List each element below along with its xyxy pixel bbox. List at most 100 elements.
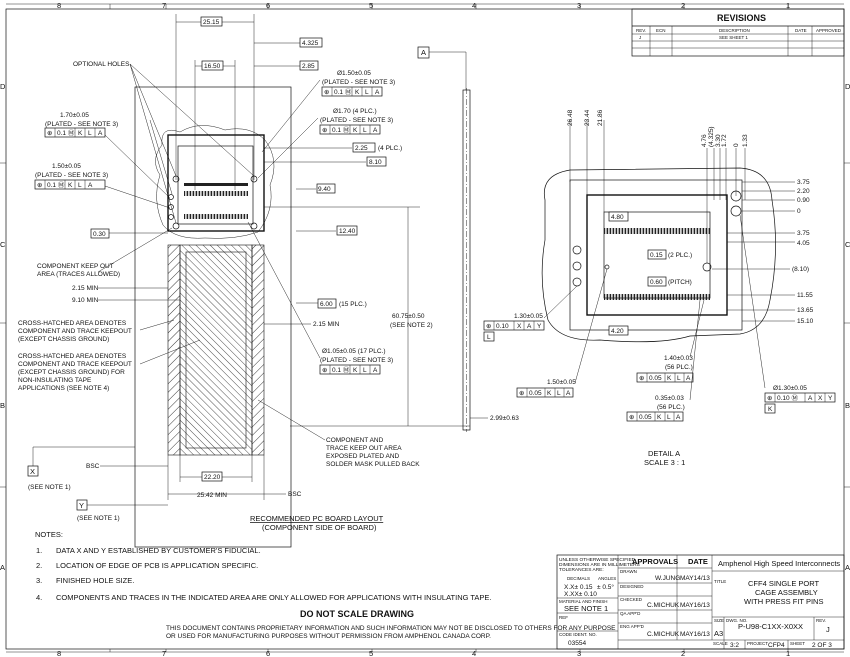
svg-text:0.1 Ⓜ: 0.1 Ⓜ (57, 129, 75, 137)
datum-y-note: (SEE NOTE 1) (77, 515, 120, 522)
svg-text:K: K (768, 406, 773, 413)
svg-text:0.1 Ⓜ: 0.1 Ⓜ (332, 126, 350, 134)
svg-text:APPROVALS: APPROVALS (632, 557, 678, 566)
svg-text:(4.325): (4.325) (708, 126, 715, 147)
svg-text:K: K (78, 130, 83, 137)
datum-y-label: Y (79, 501, 84, 510)
svg-text:REF: REF (559, 615, 568, 620)
svg-text:L: L (667, 414, 671, 421)
svg-text:CODE IDENT. NO.: CODE IDENT. NO. (559, 632, 597, 637)
detail-a-view: 26.48 23.44 21.86 4.76 (4.325) 3.30 1.72… (483, 109, 836, 467)
svg-text:11.55: 11.55 (797, 292, 813, 299)
keepout-2-line4: SOLDER MASK PULLED BACK (326, 461, 420, 468)
title-block: UNLESS OTHERWISE SPECIFIED DIMENSIONS AR… (556, 554, 845, 650)
svg-text:DRAWN: DRAWN (620, 569, 637, 574)
fcf-hole-left-170: ⊕ 0.1 Ⓜ K L A (44, 127, 106, 138)
svg-text:REV.: REV. (816, 618, 826, 623)
svg-text:⊕: ⊕ (486, 323, 492, 330)
zone-label: A (845, 563, 850, 572)
zone-label: 8 (57, 649, 61, 657)
dim-12-40: 12.40 (339, 228, 356, 235)
svg-text:1.30±0.05: 1.30±0.05 (514, 313, 543, 320)
svg-text:⊕: ⊕ (37, 182, 43, 189)
svg-text:A: A (373, 127, 378, 134)
bsc-label: BSC (86, 463, 100, 470)
checked-date: MAY16/13 (680, 602, 710, 609)
hole-170-callout: Ø1.70 (4 PLC.) (333, 108, 377, 115)
svg-text:4.: 4. (36, 593, 42, 602)
zone-label: 1 (786, 1, 790, 10)
svg-text:A: A (98, 130, 103, 137)
svg-text:15.10: 15.10 (797, 318, 814, 325)
checked-by: C.MICHUK (647, 602, 680, 609)
svg-text:K: K (547, 390, 552, 397)
datum-x-label: X (30, 467, 35, 476)
svg-text:K: K (68, 182, 73, 189)
svg-text:0.90: 0.90 (797, 197, 810, 204)
svg-text:A: A (686, 375, 691, 382)
fcf-hole-170: ⊕ 0.1 Ⓜ K L A (319, 124, 381, 135)
hole-left-150-callout: 1.50±0.05 (52, 163, 81, 170)
dim-6-00: 6.00 (320, 301, 333, 308)
svg-text:DWG. NO.: DWG. NO. (726, 618, 748, 623)
title-line-2: CAGE ASSEMBLY (755, 588, 818, 597)
svg-text:DATE: DATE (688, 557, 708, 566)
svg-text:A: A (808, 395, 813, 402)
keepout-2-line2: TRACE KEEP OUT AREA (326, 445, 402, 452)
svg-text:L: L (365, 89, 369, 96)
board-outline (134, 86, 292, 548)
detail-inner-dims: 4.80 0.15 (2 PLC.) 0.60 (PITCH) 4.20 (608, 211, 692, 336)
drawn-date: MAY14/13 (680, 575, 710, 582)
dim-16-50: 16.50 (204, 63, 221, 70)
svg-text:L: L (363, 367, 367, 374)
svg-text:L: L (363, 127, 367, 134)
hatch-center (179, 244, 253, 456)
svg-text:0.05: 0.05 (529, 390, 542, 397)
svg-text:⊕: ⊕ (767, 395, 773, 402)
keepout-2-line1: COMPONENT AND (326, 437, 384, 444)
zone-label: B (0, 401, 5, 410)
optional-holes-label: OPTIONAL HOLES (73, 61, 130, 68)
svg-text:23.44: 23.44 (584, 109, 591, 126)
svg-text:X: X (517, 323, 522, 330)
dim-4-325: 4.325 (302, 40, 319, 47)
note-1: DATA X AND Y ESTABLISHED BY CUSTOMER'S F… (56, 546, 261, 555)
svg-text:1.40±0.03: 1.40±0.03 (664, 355, 693, 362)
keepout-2-line3: EXPOSED PLATED AND (326, 453, 400, 460)
svg-text:21.86: 21.86 (597, 109, 604, 126)
hole-left-150-note: (PLATED - SEE NOTE 3) (35, 172, 108, 179)
bsc-label-right: BSC (288, 491, 302, 498)
svg-text:DECIMALS: DECIMALS (567, 576, 590, 581)
svg-text:0: 0 (797, 208, 801, 215)
svg-text:(2 PLC.): (2 PLC.) (668, 252, 692, 259)
zone-label: 6 (266, 1, 270, 10)
hole-105-callout: Ø1.05±0.05 (17 PLC.) (322, 348, 386, 355)
svg-text:⊕: ⊕ (324, 89, 330, 96)
svg-text:1.33: 1.33 (742, 134, 749, 147)
svg-text:A: A (88, 182, 93, 189)
zone-label: 5 (369, 649, 373, 657)
svg-text:4.80: 4.80 (611, 214, 624, 221)
dim-2-15-min: 2.15 MIN (72, 285, 99, 292)
note-2: LOCATION OF EDGE OF PCB IS APPLICATION S… (56, 561, 258, 570)
svg-text:3.75: 3.75 (797, 230, 810, 237)
svg-text:X.X± 0.15: X.X± 0.15 (564, 584, 593, 591)
dim-9-40: 9.40 (318, 186, 331, 193)
zone-label: 3 (577, 649, 581, 657)
svg-text:1.: 1. (36, 546, 42, 555)
detail-a-caption: DETAIL A (648, 449, 680, 458)
dim-8-10: 8.10 (369, 159, 382, 166)
svg-text:4.76: 4.76 (701, 134, 708, 147)
detail-callouts: 1.30±0.05 ⊕ 0.10 X A Y L 1.40±0.03 (56 P… (483, 214, 836, 422)
detail-right-dims: 3.75 2.20 0.90 0 3.75 4.05 (8.10) 11.55 … (712, 179, 814, 325)
eng-approved-date: MAY16/13 (680, 631, 710, 638)
svg-text:CHECKED: CHECKED (620, 597, 643, 602)
svg-text:UNLESS OTHERWISE SPECIFIED: UNLESS OTHERWISE SPECIFIED (559, 557, 636, 563)
svg-text:⊕: ⊕ (639, 375, 645, 382)
proprietary-1: THIS DOCUMENT CONTAINS PROPRIETARY INFOR… (166, 625, 616, 632)
zone-labels-bottom: 8 7 6 5 4 3 2 1 (57, 649, 790, 657)
svg-text:3.30: 3.30 (715, 134, 722, 147)
datum-a-box (417, 46, 430, 59)
svg-text:0.1 Ⓜ: 0.1 Ⓜ (332, 366, 350, 374)
svg-text:Y: Y (537, 323, 542, 330)
